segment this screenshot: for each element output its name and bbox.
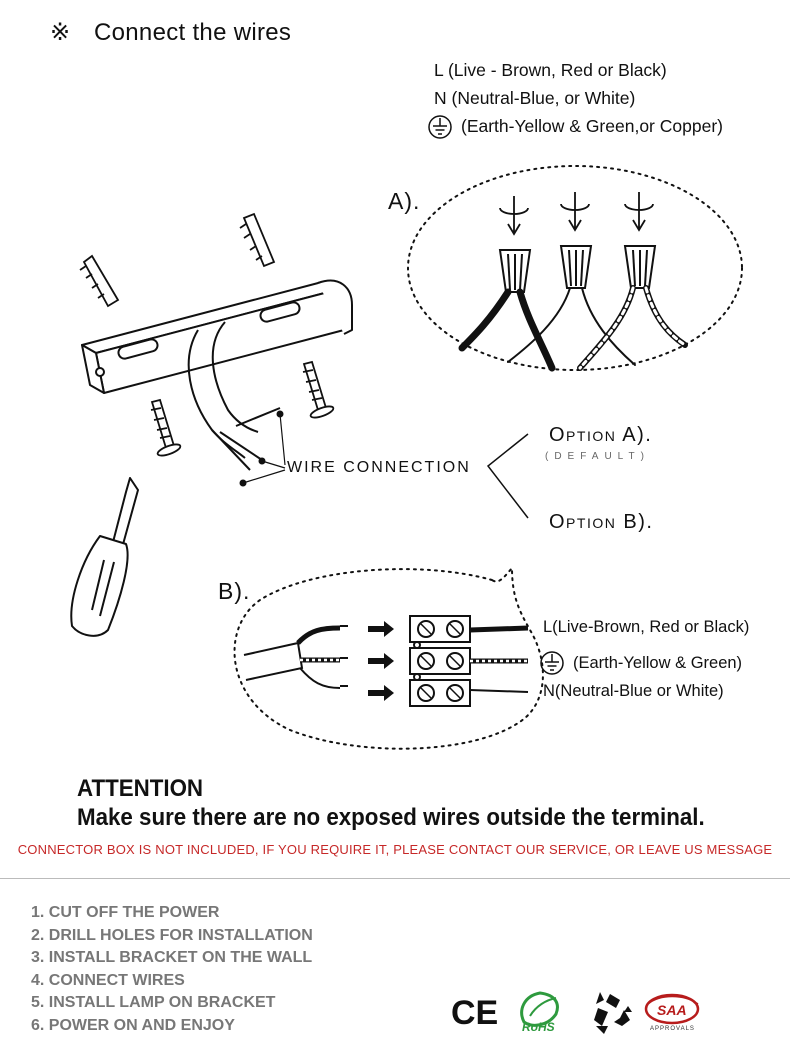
- twist-arrow-icons: [499, 192, 654, 236]
- screw-icons: [150, 360, 335, 457]
- reference-mark: ※: [50, 19, 71, 46]
- screwdriver-icon: [70, 477, 139, 637]
- attention-title: ATTENTION: [77, 775, 204, 802]
- wire-nut-icons: [498, 245, 657, 293]
- terminal-label-earth: (Earth-Yellow & Green): [573, 654, 743, 672]
- option-a-wires: [458, 285, 688, 372]
- step-item: 6. POWER ON AND ENJOY: [31, 1016, 235, 1034]
- option-b-tag: B).: [218, 578, 251, 604]
- legend-live: L (Live - Brown, Red or Black): [434, 60, 667, 80]
- power-cable: [187, 321, 286, 487]
- svg-text:APPROVALS: APPROVALS: [650, 1026, 695, 1032]
- option-a-bubble: [407, 165, 743, 371]
- option-b-cable: [243, 625, 348, 689]
- terminal-output-wires: [469, 625, 529, 693]
- connector-notice: CONNECTOR BOX IS NOT INCLUDED, IF YOU RE…: [17, 842, 773, 857]
- section-header: ※ Connect the wires: [50, 18, 291, 47]
- step-item: 4. CONNECT WIRES: [31, 971, 185, 989]
- ce-mark-icon: CE: [451, 994, 498, 1032]
- option-a-label: Option A).: [549, 424, 653, 446]
- step-item: 1. CUT OFF THE POWER: [31, 904, 220, 921]
- installation-steps: 1. CUT OFF THE POWER 2. DRILL HOLES FOR …: [31, 902, 313, 1038]
- arrow-icons: [368, 621, 394, 701]
- option-a-default-label: (DEFAULT): [545, 451, 650, 462]
- step-item: 5. INSTALL LAMP ON BRACKET: [31, 994, 276, 1012]
- legend-earth: (Earth-Yellow & Green,or Copper): [461, 116, 723, 136]
- option-b-label: Option B).: [549, 511, 654, 533]
- earth-symbol-icon: [428, 115, 452, 139]
- option-a-tag: A).: [388, 188, 421, 214]
- mounting-bracket: [81, 279, 353, 394]
- terminal-label-neutral: N(Neutral-Blue or White): [543, 682, 724, 700]
- svg-text:RoHS: RoHS: [522, 1020, 555, 1034]
- svg-text:CE: CE: [451, 994, 498, 1032]
- legend-neutral: N (Neutral-Blue, or White): [434, 88, 636, 108]
- saa-logo-icon: SAA APPROVALS: [644, 993, 700, 1032]
- rohs-logo-icon: RoHS: [520, 991, 559, 1034]
- recycle-icon: [594, 992, 632, 1034]
- step-item: 3. INSTALL BRACKET ON THE WALL: [31, 949, 313, 967]
- attention-text: Make sure there are no exposed wires out…: [77, 804, 705, 831]
- section-title: Connect the wires: [94, 19, 292, 46]
- terminal-earth-symbol-icon: [540, 651, 564, 675]
- step-item: 2. DRILL HOLES FOR INSTALLATION: [31, 926, 313, 944]
- wire-connection-label: WIRE CONNECTION: [287, 459, 471, 476]
- option-b-bubble: [233, 565, 544, 750]
- svg-text:SAA: SAA: [657, 1002, 687, 1018]
- divider: [0, 878, 790, 879]
- terminal-block-icon: [409, 615, 471, 707]
- terminal-label-live: L(Live-Brown, Red or Black): [543, 618, 750, 636]
- option-connector-lines: [486, 433, 529, 519]
- wall-plug-icons: [79, 212, 276, 308]
